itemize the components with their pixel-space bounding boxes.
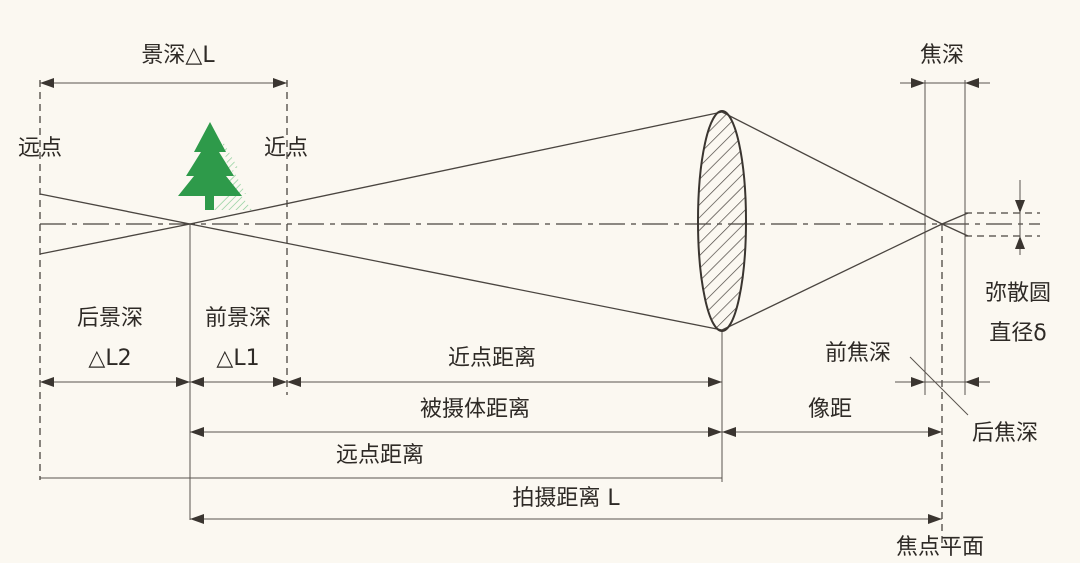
focal-plane-label: 焦点平面	[896, 535, 984, 560]
subject-distance-label: 被摄体距离	[420, 397, 530, 422]
front-dof-symbol: △L1	[216, 346, 259, 371]
image-distance-label: 像距	[808, 397, 852, 422]
near-point-label: 近点	[264, 136, 308, 161]
far-point-label: 远点	[18, 136, 62, 161]
far-point-distance-label: 远点距离	[336, 443, 424, 468]
near-point-distance-label: 近点距离	[448, 346, 536, 371]
tree-icon	[178, 122, 252, 210]
light-rays	[39, 111, 969, 331]
focal-depth-label: 焦深	[920, 43, 964, 68]
shooting-distance-label: 拍摄距离 L	[512, 486, 620, 511]
lens-icon	[697, 110, 747, 332]
rear-dof-symbol: △L2	[88, 346, 131, 371]
coc-label-line2: 直径δ	[989, 321, 1046, 346]
rear-focal-depth-leader	[909, 356, 969, 416]
depth-of-field-label: 景深△L	[141, 43, 215, 68]
front-focal-depth-label: 前焦深	[825, 341, 891, 366]
rear-focal-depth-label: 后焦深	[972, 421, 1038, 446]
coc-label-line1: 弥散圆	[985, 281, 1051, 306]
front-dof-label: 前景深	[205, 306, 271, 331]
rear-dof-label: 后景深	[77, 306, 143, 331]
